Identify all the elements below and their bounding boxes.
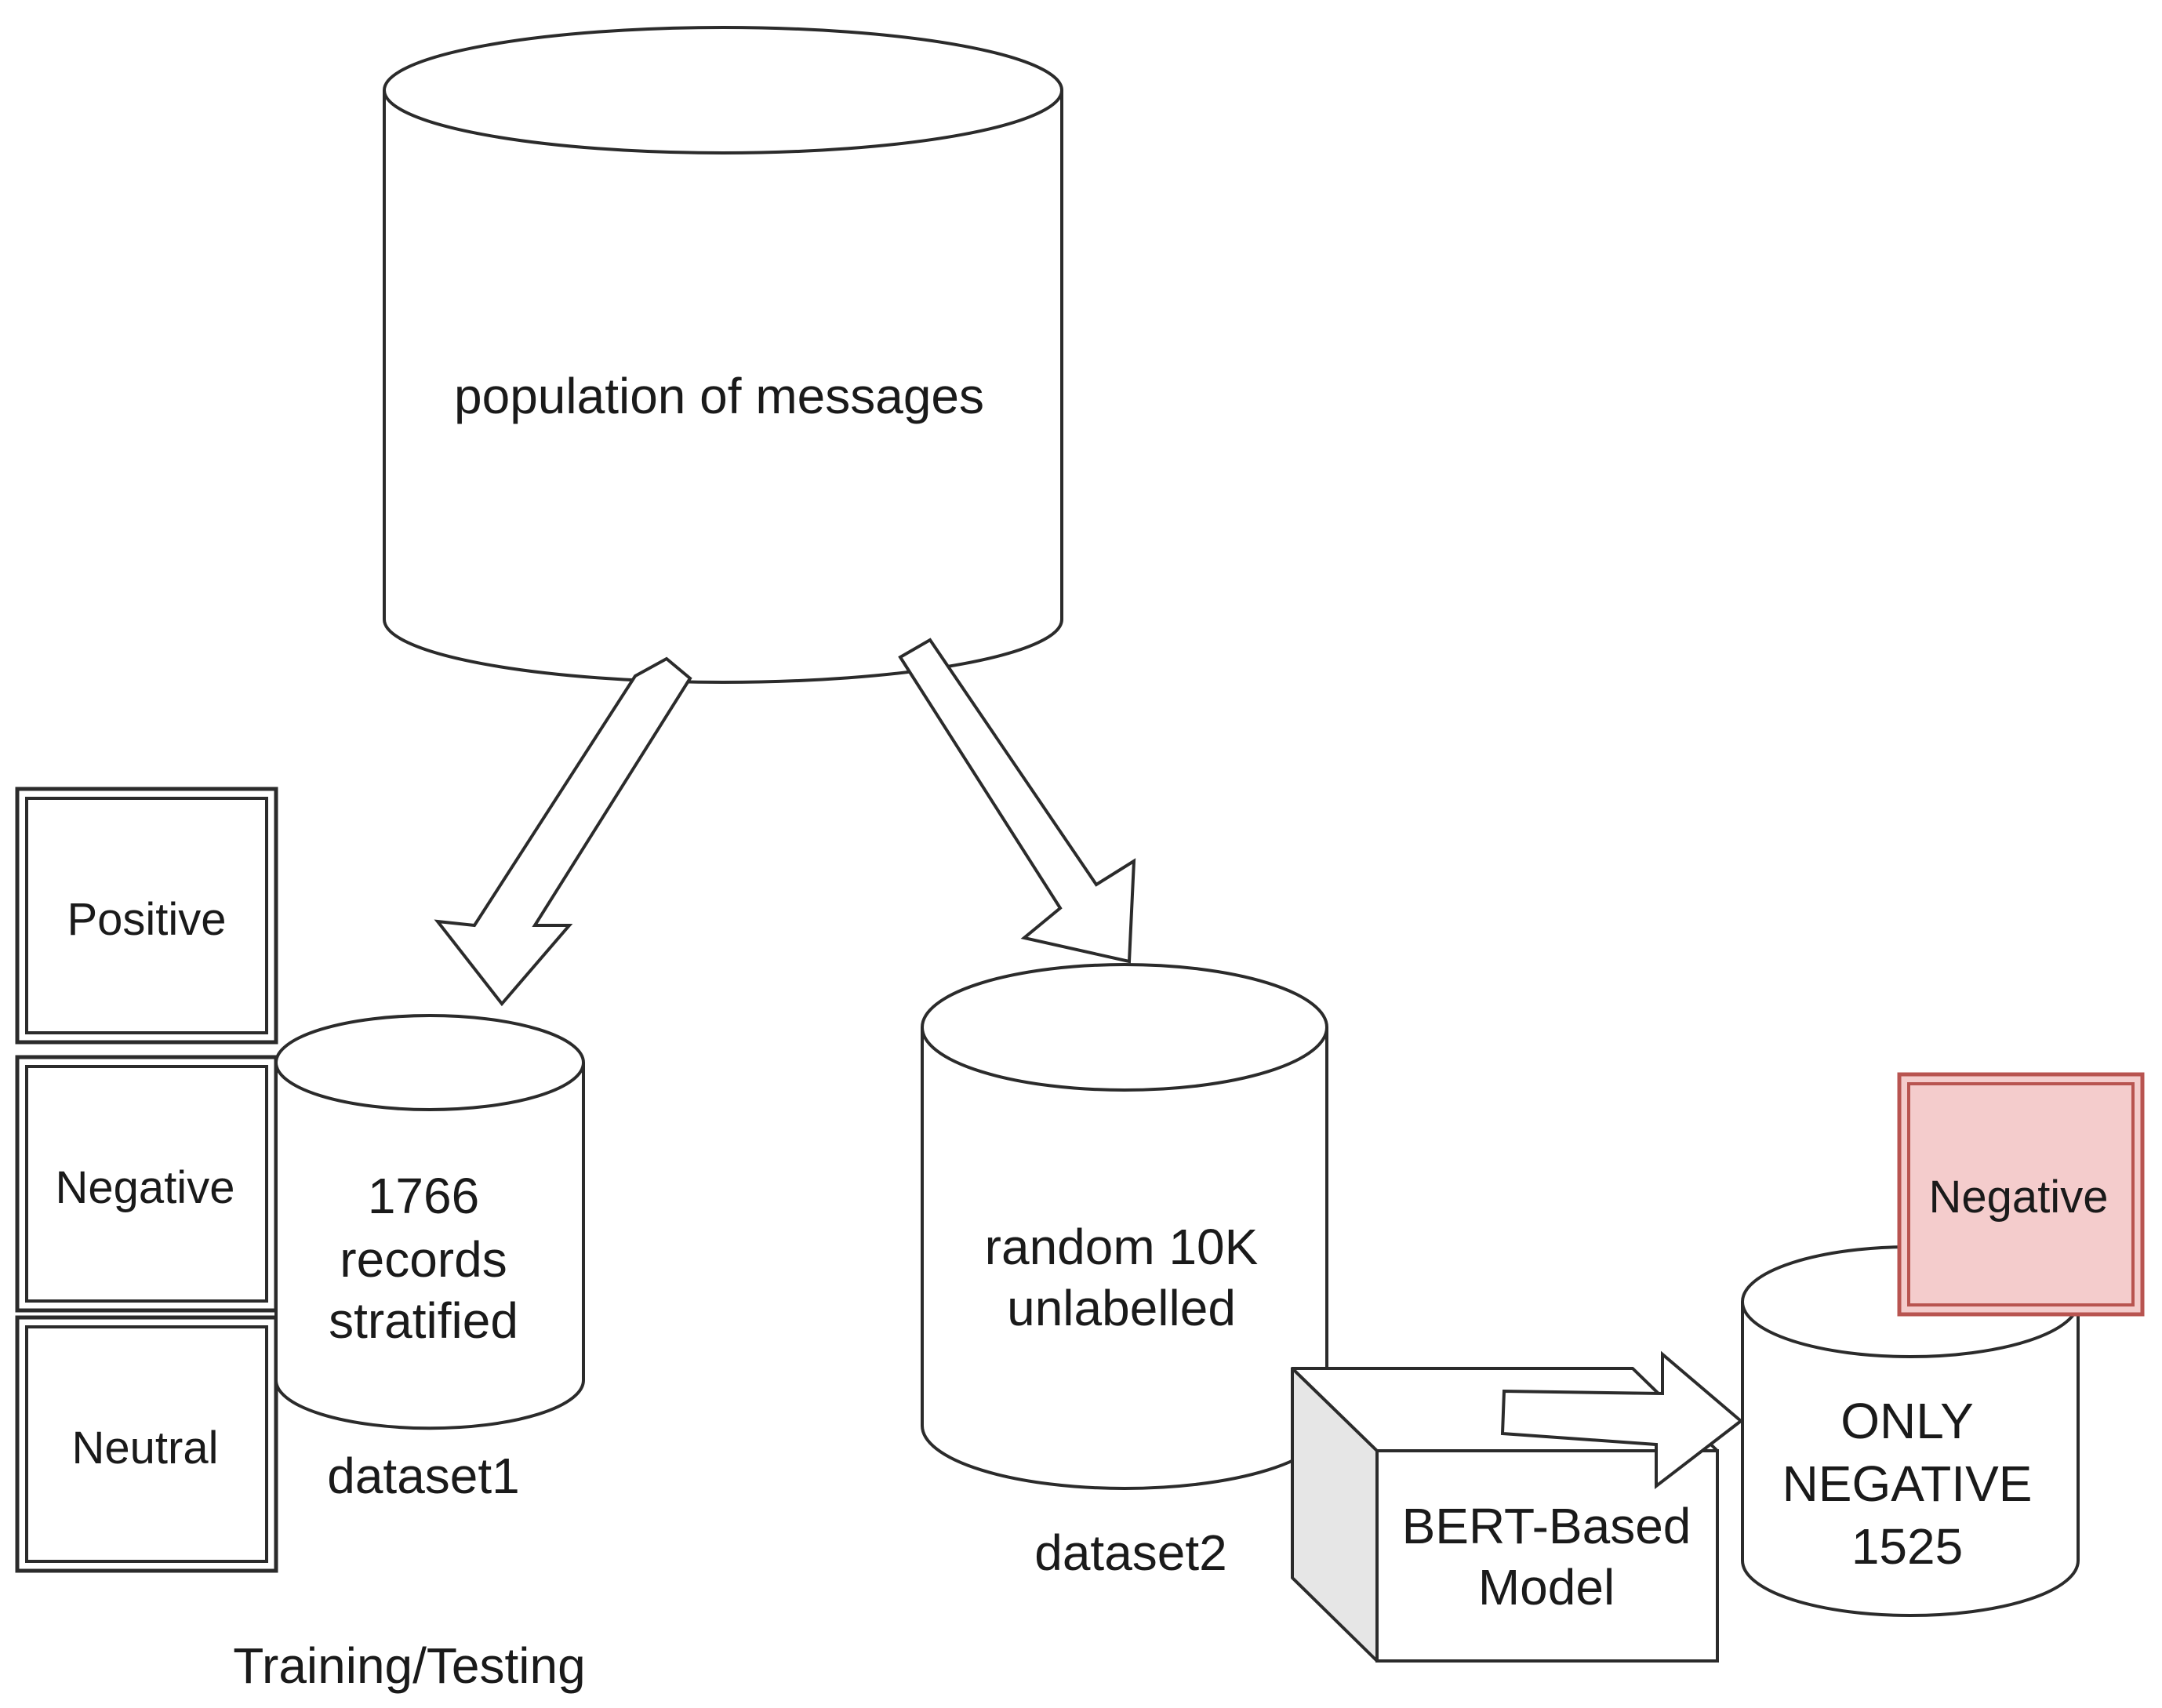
negative-tag-label: Negative — [1929, 1172, 2109, 1223]
population-cylinder: population of messages — [383, 26, 1063, 684]
result-line-1: ONLY — [1840, 1393, 1974, 1449]
class-label-neutral: Neutral — [72, 1423, 219, 1474]
model-line-2: Model — [1478, 1559, 1615, 1615]
arrow-to-dataset1 — [434, 656, 692, 1007]
dataset1-line-1: 1766 — [368, 1168, 479, 1224]
dataset1-cylinder: 1766 records stratified — [274, 1014, 585, 1430]
dataset1-line-2: records — [340, 1231, 507, 1288]
dataset2-cylinder: random 10K unlabelled — [921, 963, 1328, 1490]
model-line-1: BERT-Based — [1402, 1498, 1691, 1554]
dataset2-line-2: unlabelled — [1007, 1280, 1236, 1336]
class-box-negative: Negative — [15, 1055, 278, 1313]
class-box-neutral: Neutral — [15, 1315, 278, 1573]
dataset1-line-3: stratified — [329, 1292, 518, 1349]
arrow-to-dataset2 — [898, 638, 1136, 964]
dataset2-name: dataset2 — [1034, 1524, 1227, 1581]
result-line-3: 1525 — [1851, 1518, 1963, 1575]
result-cylinder: ONLY NEGATIVE 1525 — [1741, 1245, 2080, 1617]
model-box-front — [1375, 1449, 1719, 1663]
dataset1-name: dataset1 — [327, 1448, 520, 1504]
training-testing-label: Training/Testing — [233, 1637, 585, 1694]
negative-result-tag: Negative — [1897, 1072, 2145, 1317]
arrow-to-result — [1500, 1350, 1744, 1490]
class-box-positive: Positive — [15, 787, 278, 1045]
result-line-2: NEGATIVE — [1782, 1455, 2033, 1512]
class-label-positive: Positive — [67, 894, 226, 945]
class-label-negative: Negative — [56, 1162, 235, 1213]
dataset2-line-1: random 10K — [985, 1219, 1259, 1275]
bert-model-box: BERT-Based Model — [1291, 1367, 1719, 1663]
population-label: population of messages — [454, 368, 984, 424]
